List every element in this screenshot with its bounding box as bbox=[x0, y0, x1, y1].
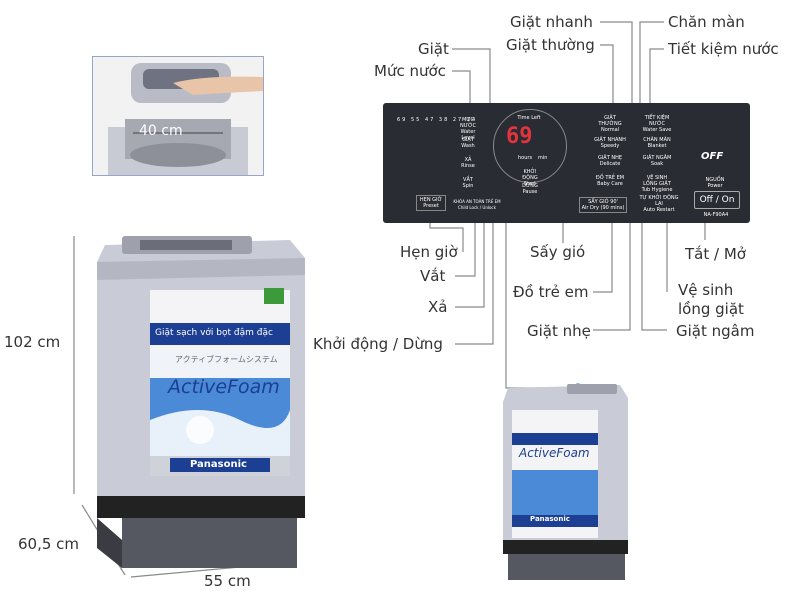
label-muc-nuoc: Mức nước bbox=[374, 62, 446, 80]
inset-photo-lid: 40 cm bbox=[92, 56, 264, 176]
label-ve-sinh: Vệ sinh bbox=[678, 281, 734, 299]
label-khoi-dong-dung: Khởi động / Dừng bbox=[313, 335, 443, 353]
btn-say-gio[interactable]: SẤY GIÓ 90'Air Dry (90 mins) bbox=[579, 197, 627, 213]
label-xa: Xả bbox=[428, 298, 448, 316]
label-tat-mo: Tắt / Mở bbox=[685, 245, 746, 263]
display-digits: 69 bbox=[506, 124, 533, 149]
line-khoi-dong bbox=[455, 188, 494, 345]
display-min: min bbox=[538, 155, 548, 161]
label-hen-gio: Hẹn giờ bbox=[400, 243, 458, 261]
label-say-gio: Sấy gió bbox=[530, 243, 586, 261]
label-giat-ngam: Giặt ngâm bbox=[676, 322, 755, 340]
line-chan-man bbox=[639, 21, 664, 142]
height-label: 102 cm bbox=[4, 333, 61, 351]
line-giat-ngam bbox=[641, 172, 667, 331]
label-giat: Giặt bbox=[418, 40, 449, 58]
display-ring bbox=[493, 109, 567, 183]
depth-label: 60,5 cm bbox=[18, 535, 80, 553]
label-giat-nhanh: Giặt nhanh bbox=[510, 13, 593, 31]
feature-large: ActiveFoam bbox=[168, 376, 280, 398]
label-giat-thuong: Giặt thường bbox=[506, 36, 595, 54]
model-number: NA-F90A4 bbox=[703, 212, 729, 218]
feature-small: ActiveFoam bbox=[519, 446, 590, 460]
line-tiet-kiem bbox=[649, 48, 664, 118]
feature-jp-large: アクティブフォームシステム bbox=[175, 355, 278, 364]
display-hours: hours bbox=[518, 155, 533, 161]
display-time-left: Time Left bbox=[517, 115, 541, 121]
power-button[interactable]: Off / On bbox=[694, 191, 740, 209]
eco-badge: OFF bbox=[701, 151, 724, 162]
label-long-giat: lồng giặt bbox=[678, 300, 744, 318]
label-giat-nhe: Giặt nhẹ bbox=[527, 322, 591, 340]
slogan-large: Giặt sạch với bọt đậm đặc bbox=[155, 328, 273, 338]
label-do-tre-em: Đồ trẻ em bbox=[513, 283, 589, 301]
tub-width-label: 40 cm bbox=[139, 123, 183, 139]
water-level-numbers: 69 55 47 38 27 14 bbox=[397, 117, 478, 123]
width-label: 55 cm bbox=[204, 572, 251, 590]
label-chan-man: Chăn màn bbox=[668, 13, 745, 31]
line-muc-nuoc bbox=[452, 70, 471, 118]
brand-large: Panasonic bbox=[190, 459, 247, 470]
line-giat-thuong bbox=[600, 44, 614, 118]
brand-small: Panasonic bbox=[530, 515, 570, 523]
label-tiet-kiem-nuoc: Tiết kiệm nước bbox=[668, 40, 779, 58]
label-vat: Vắt bbox=[420, 267, 446, 285]
